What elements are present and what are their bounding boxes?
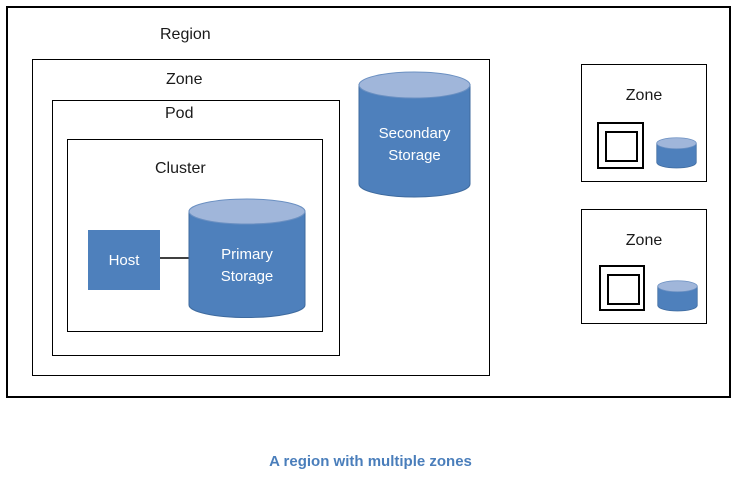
cluster-label: Cluster — [155, 160, 206, 177]
cylinder-icon — [657, 280, 698, 312]
nested-square-inner — [605, 131, 638, 162]
zone-box-right-2: Zone — [581, 209, 707, 324]
primary-storage-label-line1: Primary — [221, 246, 273, 263]
primary-storage-cylinder: Primary Storage — [188, 198, 306, 318]
cylinder-icon — [656, 137, 697, 169]
region-label: Region — [160, 26, 211, 43]
secondary-storage-label-line2: Storage — [388, 147, 441, 164]
secondary-storage-cylinder: Secondary Storage — [358, 71, 471, 198]
region-box: Region Zone Pod Cluster Host — [6, 6, 731, 398]
small-storage-cylinder — [657, 280, 698, 312]
host-storage-connector-line — [160, 257, 189, 259]
secondary-storage-label-line1: Secondary — [378, 125, 451, 142]
caption: A region with multiple zones — [269, 453, 472, 470]
cylinder-icon — [358, 71, 471, 198]
zone-right-1-label: Zone — [625, 87, 663, 104]
cylinder-icon — [188, 198, 306, 318]
cluster-box: Cluster Host Primary Storage — [67, 139, 323, 332]
small-storage-cylinder — [656, 137, 697, 169]
secondary-storage-label: Secondary Storage — [358, 123, 471, 167]
zone-box-main: Zone Pod Cluster Host — [32, 59, 490, 376]
primary-storage-label: Primary Storage — [188, 244, 306, 288]
nested-square-outer — [599, 265, 645, 311]
nested-square-outer — [597, 122, 644, 169]
host-label: Host — [108, 251, 140, 269]
nested-square-inner — [607, 274, 640, 305]
pod-box: Pod Cluster Host Primary — [52, 100, 340, 356]
zone-main-label: Zone — [166, 71, 203, 88]
pod-label: Pod — [165, 105, 194, 122]
zone-box-right-1: Zone — [581, 64, 707, 182]
primary-storage-label-line2: Storage — [220, 268, 274, 285]
zone-right-2-label: Zone — [625, 232, 663, 249]
host-box: Host — [88, 230, 160, 290]
